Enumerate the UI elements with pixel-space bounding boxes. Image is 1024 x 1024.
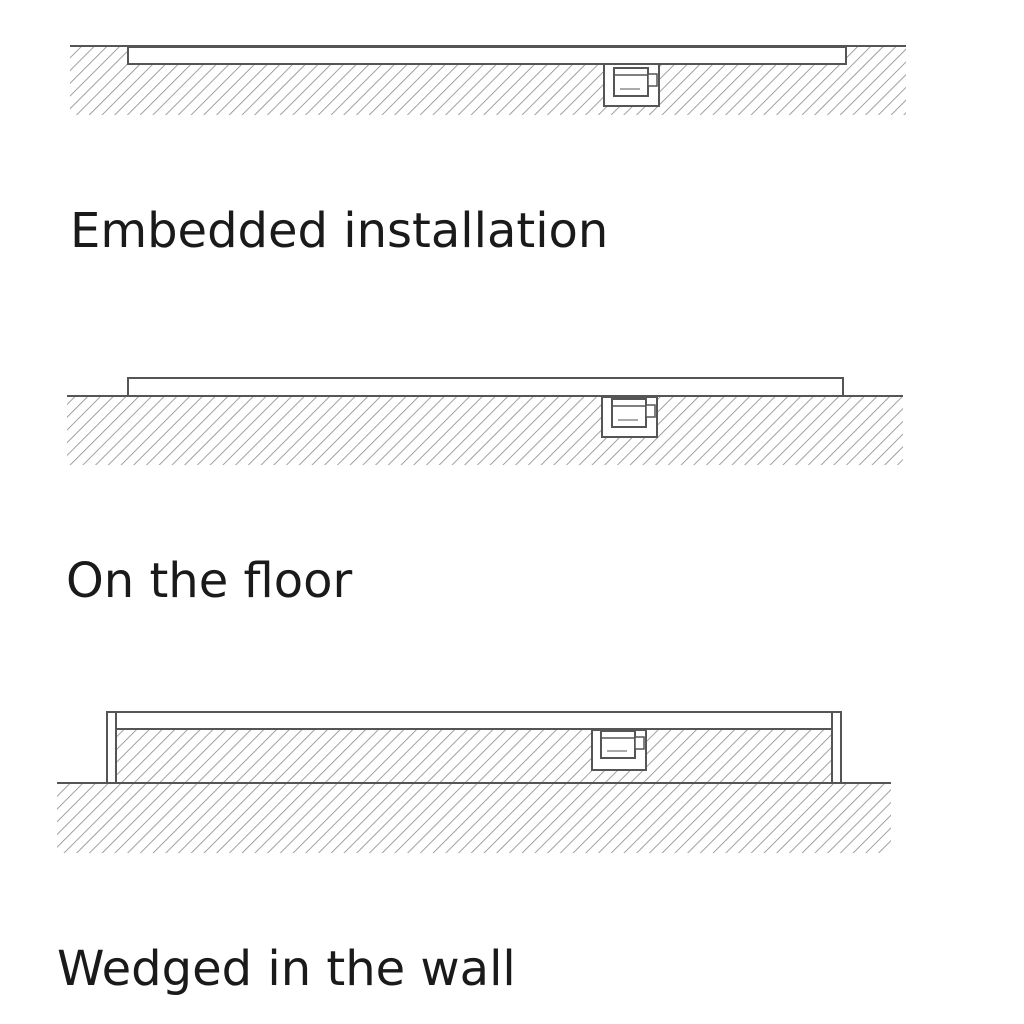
wall-panel [115,711,833,730]
drain-unit [591,729,647,771]
wedged-in-wall-drawing [57,711,891,853]
frame-right-post [831,711,842,784]
frame-left-post [106,711,117,784]
drain-unit [601,396,658,438]
ground-hatch [57,784,891,853]
caption-wedged-in-the-wall: Wedged in the wall [57,941,516,997]
caption-on-the-floor: On the floor [66,553,353,609]
ground-hatch [67,397,903,465]
wedge-block-hatch [117,730,831,782]
floor-panel [127,377,844,397]
embedded-panel [127,46,847,65]
embedded-installation-drawing [70,45,906,115]
caption-embedded-installation: Embedded installation [70,203,609,259]
on-floor-drawing [67,377,903,465]
drain-unit [603,63,660,107]
